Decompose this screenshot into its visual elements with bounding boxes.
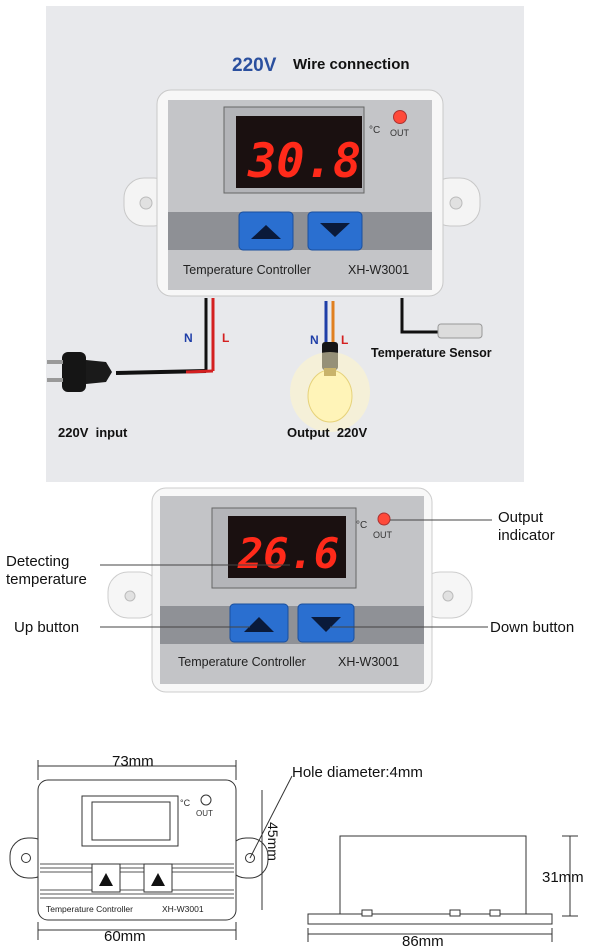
width-73-label: 73mm xyxy=(112,753,154,770)
model-label: XH-W3001 xyxy=(338,655,399,669)
down-arrow-icon xyxy=(311,617,341,632)
out-label: OUT xyxy=(373,530,393,540)
out-label: OUT xyxy=(390,128,410,138)
output-indicator-outline xyxy=(200,794,212,806)
display-temperature: 26.6 xyxy=(237,529,339,578)
model-label: XH-W3001 xyxy=(348,263,409,277)
bulb-base xyxy=(324,368,336,376)
up-button-outline xyxy=(91,863,121,893)
title-wire-connection: Wire connection xyxy=(293,56,410,73)
button-strip xyxy=(168,212,432,250)
celsius-unit: °C xyxy=(369,125,380,136)
sensor-cable xyxy=(400,298,438,334)
hole-diameter-label: Hole diameter:4mm xyxy=(292,764,423,781)
display-temperature: 30.8 xyxy=(247,134,361,189)
hole-diameter-leader xyxy=(249,775,293,859)
out-label: OUT xyxy=(196,809,213,818)
sensor-label: Temperature Sensor xyxy=(371,346,492,360)
detect-callout-line2: temperature xyxy=(6,571,87,588)
button-strip xyxy=(160,606,424,644)
second-arrow-icon xyxy=(151,873,165,886)
input-voltage-label: 220V input xyxy=(58,425,128,440)
up-arrow-icon xyxy=(244,617,274,632)
output-voltage-label: Output 220V xyxy=(287,425,368,440)
display-screen xyxy=(236,116,362,188)
temperature-sensor-probe xyxy=(437,323,483,339)
annotated-front-diagram: 26.6 °C OUT Temperature Controller XH-W3… xyxy=(6,487,574,693)
dimensions-diagram: 73mm °C OUT Temperature Controller XH-W3… xyxy=(9,753,584,949)
celsius-unit: °C xyxy=(180,798,191,808)
plug-icon xyxy=(62,352,86,392)
input-n-label: N xyxy=(184,331,193,345)
plug-prong-bottom xyxy=(47,378,63,382)
model-label: XH-W3001 xyxy=(162,904,204,914)
height-45-label: 45mm xyxy=(265,822,281,861)
plug-neck xyxy=(86,360,112,384)
display-screen xyxy=(228,516,346,578)
height-31-label: 31mm xyxy=(542,869,584,886)
left-mount-hole xyxy=(139,196,153,210)
width-60-label: 60mm xyxy=(104,928,146,945)
side-view-tab-1 xyxy=(361,909,373,917)
side-view-tab-2 xyxy=(449,909,461,917)
label-strip xyxy=(160,644,424,684)
power-cord-l xyxy=(185,369,214,374)
button-strip-hatch xyxy=(40,863,234,899)
brand-label: Temperature Controller xyxy=(183,263,311,277)
brand-label: Temperature Controller xyxy=(178,655,306,669)
up-button-callout: Up button xyxy=(14,619,79,636)
plug-prong-top xyxy=(47,360,63,364)
label-strip xyxy=(168,250,432,290)
down-arrow-icon xyxy=(320,223,350,237)
dimensions-panel: 73mm °C OUT Temperature Controller XH-W3… xyxy=(0,740,600,949)
display-screen-outline xyxy=(91,801,171,841)
up-arrow-icon xyxy=(99,873,113,886)
input-l-label: L xyxy=(222,331,229,345)
side-view-tab-3 xyxy=(489,909,501,917)
brand-label: Temperature Controller xyxy=(46,904,133,914)
side-view-flange xyxy=(307,913,553,925)
detect-callout-line1: Detecting xyxy=(6,553,69,570)
up-arrow-icon xyxy=(251,225,281,239)
output-callout-line1: Output xyxy=(498,509,544,526)
light-bulb-icon xyxy=(307,369,353,423)
output-n-label: N xyxy=(310,333,319,347)
title-voltage: 220V xyxy=(232,55,277,76)
left-mount-hole-outline xyxy=(21,853,31,863)
right-mount-hole xyxy=(449,196,463,210)
width-86-label: 86mm xyxy=(402,933,444,949)
output-indicator-led xyxy=(393,110,407,124)
output-l-label: L xyxy=(341,333,348,347)
wire-connection-panel: 220V Wire connection 30.8 °C OUT Tempera… xyxy=(46,6,524,482)
right-mount-hole xyxy=(442,590,454,602)
wire-connection-diagram: 220V Wire connection 30.8 °C OUT Tempera… xyxy=(47,55,492,440)
output-callout-line2: indicator xyxy=(498,527,555,544)
celsius-unit: °C xyxy=(356,520,367,531)
side-view-body xyxy=(339,835,527,915)
down-button-callout: Down button xyxy=(490,619,574,636)
output-indicator-led xyxy=(377,512,391,526)
annotated-front-panel: 26.6 °C OUT Temperature Controller XH-W3… xyxy=(0,484,600,699)
left-mount-hole xyxy=(124,590,136,602)
